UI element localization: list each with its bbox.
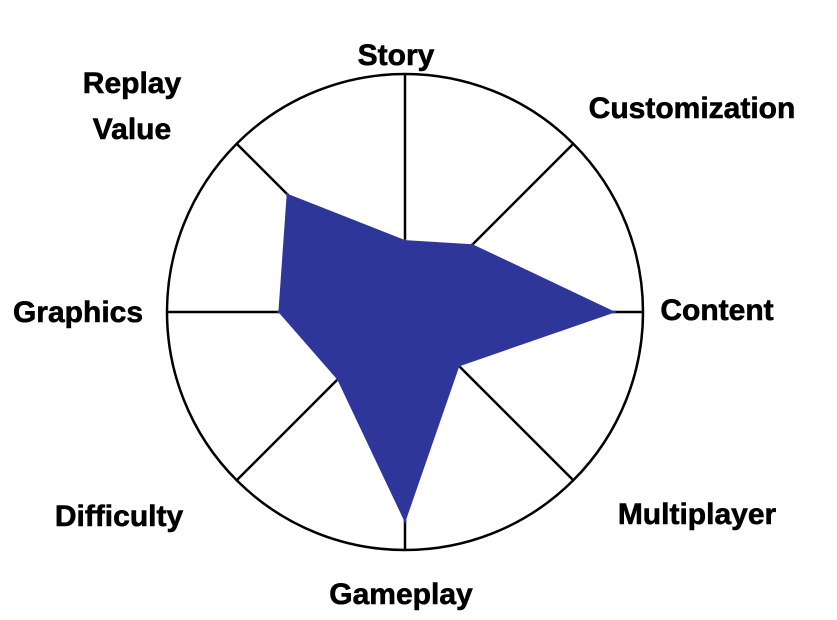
- axis-label-story: Story: [358, 39, 435, 72]
- axis-label-line: Story: [358, 39, 435, 72]
- data-point-content: [612, 310, 616, 314]
- axis-label-graphics: Graphics: [13, 296, 143, 329]
- axis-label-line: Multiplayer: [618, 498, 777, 531]
- axis-label-line: Graphics: [13, 296, 143, 329]
- data-point-story: [403, 239, 407, 243]
- axis-label-line: Content: [660, 294, 773, 327]
- axis-label-difficulty: Difficulty: [55, 500, 184, 533]
- axis-label-customization: Customization: [589, 92, 796, 125]
- data-point-graphics: [277, 310, 281, 314]
- axis-label-content: Content: [660, 294, 773, 327]
- axis-label-line: Value: [93, 113, 171, 146]
- data-point-multiplayer: [457, 364, 461, 368]
- data-point-difficulty: [336, 377, 340, 381]
- data-point-gameplay: [403, 519, 407, 523]
- axis-label-line: Customization: [589, 92, 796, 125]
- data-point-customization: [470, 243, 474, 247]
- axis-label-gameplay: Gameplay: [329, 578, 473, 611]
- axis-label-line: Difficulty: [55, 500, 184, 533]
- radar-data: [277, 192, 616, 523]
- data-point-replay-value: [285, 192, 289, 196]
- axis-label-line: Replay: [83, 67, 182, 100]
- radar-labels: StoryCustomizationContentMultiplayerGame…: [13, 39, 796, 612]
- axis-label-line: Gameplay: [329, 578, 473, 611]
- axis-label-multiplayer: Multiplayer: [618, 498, 777, 531]
